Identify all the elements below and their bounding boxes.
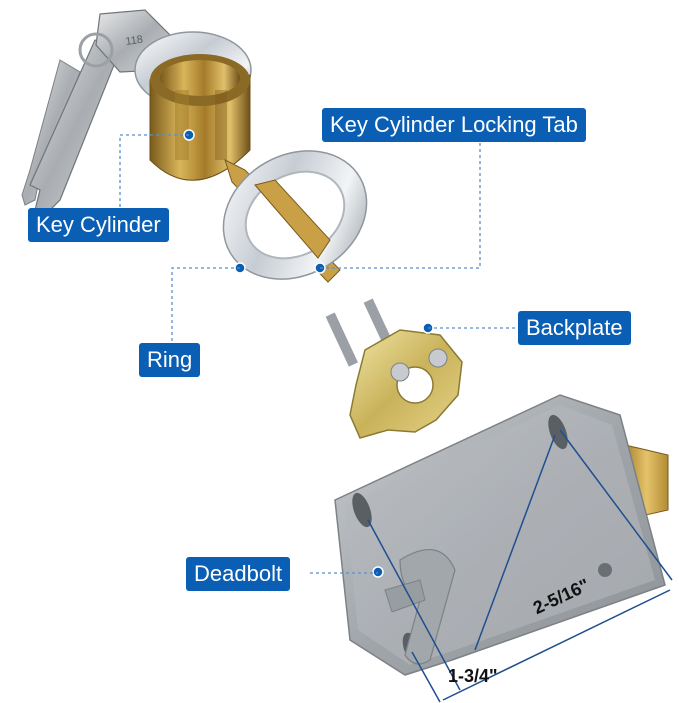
- locking-tab-label: Key Cylinder Locking Tab: [322, 108, 586, 142]
- backplate-part: [325, 298, 463, 439]
- ring-label: Ring: [139, 343, 201, 377]
- leader-lines: [119, 134, 518, 574]
- key-stamp: 118: [125, 34, 144, 48]
- deadbolt-label: Deadbolt: [186, 557, 291, 591]
- leader-ring: [171, 267, 240, 345]
- trim-ring: [222, 150, 368, 280]
- deadbolt-part: [334, 394, 669, 676]
- backplate-label: Backplate: [518, 311, 631, 345]
- leader-key-cylinder: [119, 134, 189, 210]
- key-cylinder-label: Key Cylinder: [28, 208, 169, 242]
- dimension-lines: [367, 429, 673, 703]
- dimension-height-label: 1-3/4": [448, 666, 498, 686]
